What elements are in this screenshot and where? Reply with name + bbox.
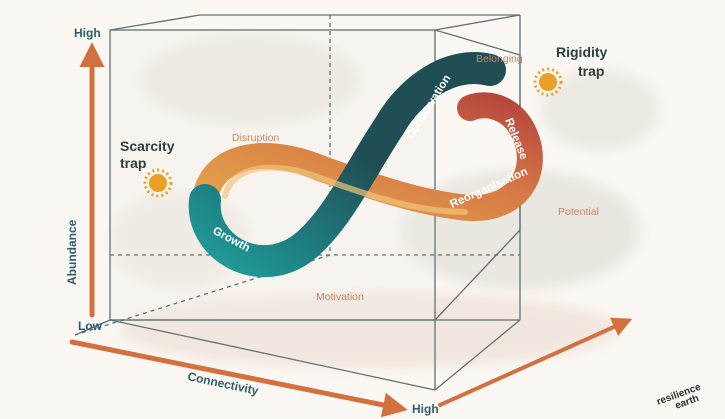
scarcity-trap-label-line1: Scarcity [120,138,175,154]
y-axis-title: Abundance [65,219,79,285]
scarcity-trap-label-line2: trap [120,155,146,171]
annotation-disruption: Disruption [232,132,279,144]
ribbon-highlight [222,164,468,215]
annotation-potential: Potential [558,206,599,218]
y-axis-low-label: Low [78,319,103,333]
rigidity-sun-icon [533,67,563,97]
rigidity-trap-label-line1: Rigidity [556,44,608,60]
scarcity-sun-icon [143,168,173,198]
y-axis-high-label: High [74,26,101,40]
ribbon-upper-loop [188,52,506,278]
x-axis-high-label: High [412,402,439,416]
annotation-belonging: Belonging [476,53,523,65]
ribbon-lower-loop [192,92,543,221]
rigidity-trap-label-line2: trap [578,63,604,79]
adaptive-cycle-ribbon [188,52,543,278]
resilience-earth-logo: resilience earth [655,382,703,412]
connectivity-axis-arrow [69,339,408,418]
depth-axis-arrow [438,317,633,407]
annotation-motivation: Motivation [316,291,364,303]
